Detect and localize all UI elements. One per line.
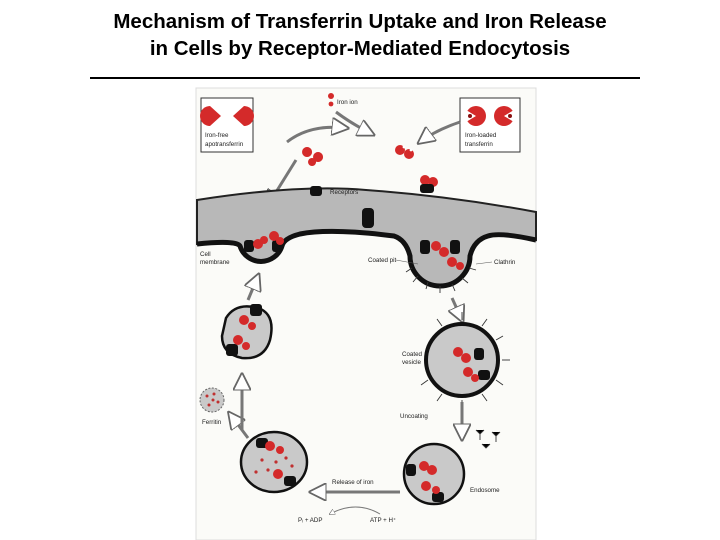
coated-label: Coated: [402, 351, 423, 358]
recycling-vesicle: [220, 304, 273, 360]
title-line-2: in Cells by Receptor-Mediated Endocytosi…: [149, 37, 571, 60]
iron-loaded-legend: Iron-loaded transferrin: [459, 97, 521, 153]
ferritin-icon: [199, 387, 225, 413]
endosome: [402, 442, 466, 506]
slide-title: Mechanism of Transferrin Uptake and Iron…: [0, 8, 720, 62]
apotransferrin-molecule: [302, 147, 324, 166]
receptors: [310, 186, 374, 228]
ferritin-label: Ferritin: [202, 419, 222, 426]
left-pit-transferrin: [244, 231, 284, 252]
atp-h-label: ATP + H⁺: [370, 517, 396, 524]
bound-transferrin-top: [420, 175, 438, 193]
endosome-label: Endosome: [470, 487, 500, 494]
iron-loaded-label: Iron-loaded: [465, 132, 497, 139]
coated-vesicle: [420, 312, 510, 408]
iron-ion-icon: [328, 93, 334, 99]
released-clathrin: [475, 429, 501, 449]
apotransferrin-label: apotransferrin: [205, 141, 244, 148]
clathrin-label: Clathrin: [494, 259, 516, 266]
transferrin-label: transferrin: [465, 141, 493, 148]
title-underline: [90, 77, 640, 79]
coated-pit-label: Coated pit: [368, 257, 396, 264]
iron-free-label: Iron-free: [205, 132, 229, 139]
clathrin-coat: [405, 267, 477, 293]
release-of-iron-label: Release of iron: [332, 479, 374, 486]
membrane-label: membrane: [200, 259, 230, 266]
vesicle-label: vesicle: [402, 359, 421, 366]
iron-releasing-endosome: [239, 430, 309, 494]
pi-adp-label: Pᵢ + ADP: [298, 517, 323, 524]
receptors-label: Receptors: [330, 189, 358, 196]
cell-label: Cell: [200, 251, 211, 258]
iron-free-legend: Iron-free apotransferrin: [200, 97, 254, 153]
coated-pit-transferrin: [420, 240, 464, 270]
iron-ion-label: Iron ion: [337, 99, 358, 106]
uncoating-label: Uncoating: [400, 413, 428, 420]
iron-loaded-transferrin-molecule: [395, 145, 414, 159]
title-line-1: Mechanism of Transferrin Uptake and Iron…: [113, 10, 607, 33]
